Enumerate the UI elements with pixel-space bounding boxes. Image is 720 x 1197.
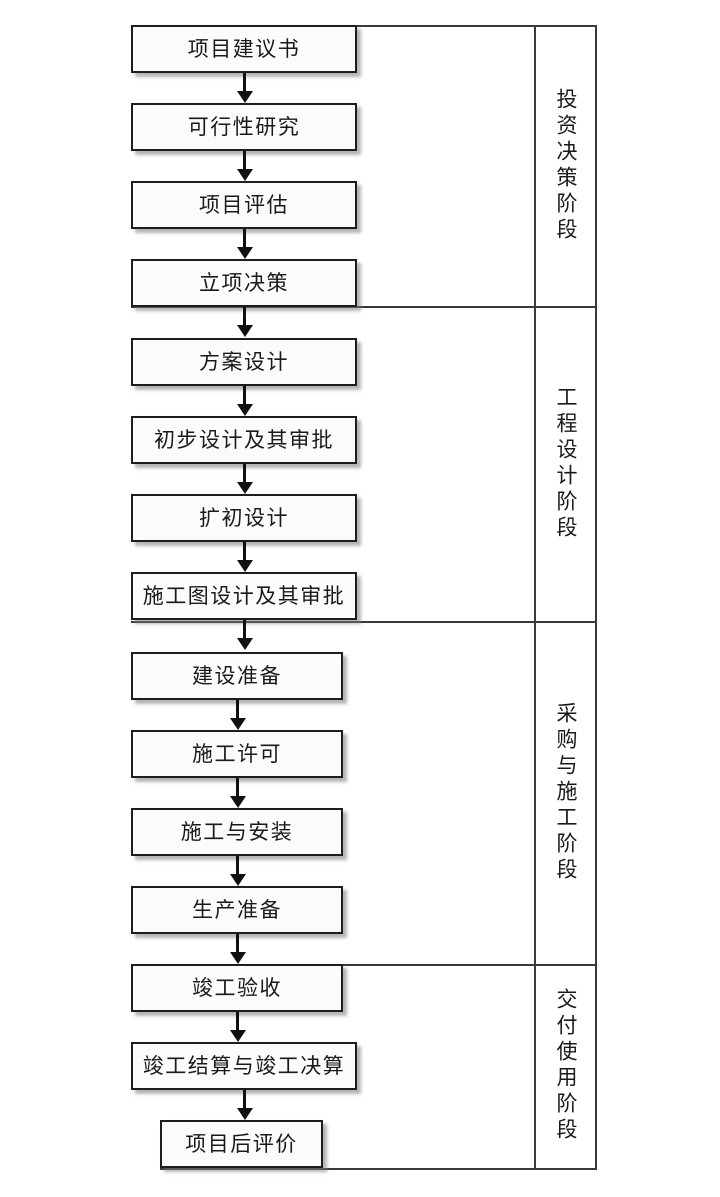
phase-label-text: 工程设计阶段	[554, 385, 578, 542]
node-label: 可行性研究	[187, 114, 301, 139]
node-label: 初步设计及其审批	[154, 427, 334, 452]
node-label: 项目后评价	[185, 1131, 298, 1156]
arrow-connector	[243, 307, 246, 326]
arrow-connector	[236, 1012, 239, 1031]
node-extended-preliminary-design[interactable]: 扩初设计	[131, 494, 357, 542]
arrow-connector	[236, 778, 239, 797]
phase-divider-1	[131, 306, 597, 308]
node-label: 项目建议书	[187, 36, 301, 61]
phase-divider-2	[131, 621, 597, 623]
node-project-appraisal[interactable]: 项目评估	[131, 181, 357, 229]
node-label: 施工与安装	[180, 819, 294, 844]
phase-divider-3	[131, 964, 597, 966]
arrow-connector	[243, 542, 246, 561]
phase-column-left-rule	[534, 25, 536, 1170]
arrow-connector	[243, 464, 246, 483]
arrow-connector	[243, 386, 246, 405]
node-label: 生产准备	[192, 897, 282, 922]
arrow-connector	[243, 151, 246, 170]
arrow-connector	[236, 856, 239, 875]
phase-frame-top-rule	[357, 25, 597, 27]
node-construction-permit[interactable]: 施工许可	[131, 730, 343, 778]
phase-frame-bottom-rule	[160, 1168, 597, 1170]
node-label: 方案设计	[199, 349, 289, 374]
phase-label-investment-decision: 投资决策阶段	[536, 25, 595, 306]
node-label: 建设准备	[192, 663, 282, 688]
phase-label-engineering-design: 工程设计阶段	[536, 306, 595, 621]
arrow-connector	[243, 73, 246, 92]
node-construction-and-installation[interactable]: 施工与安装	[131, 808, 343, 856]
node-completion-acceptance[interactable]: 竣工验收	[131, 964, 343, 1012]
phase-label-text: 交付使用阶段	[554, 988, 578, 1144]
arrow-connector	[243, 620, 246, 639]
arrow-connector	[243, 1090, 246, 1109]
node-preliminary-design-approval[interactable]: 初步设计及其审批	[131, 416, 357, 464]
node-feasibility-study[interactable]: 可行性研究	[131, 103, 357, 151]
node-label: 竣工验收	[192, 975, 282, 1000]
node-construction-drawing-design-approval[interactable]: 施工图设计及其审批	[131, 572, 357, 620]
node-label: 竣工结算与竣工决算	[142, 1053, 346, 1078]
node-label: 施工图设计及其审批	[142, 583, 346, 608]
node-project-proposal[interactable]: 项目建议书	[131, 25, 357, 73]
arrow-connector	[243, 229, 246, 248]
node-label: 项目评估	[199, 192, 289, 217]
node-construction-preparation[interactable]: 建设准备	[131, 652, 343, 700]
phase-label-text: 投资决策阶段	[554, 87, 578, 244]
node-final-account-settlement[interactable]: 竣工结算与竣工决算	[131, 1042, 357, 1090]
phase-label-delivery-use: 交付使用阶段	[536, 964, 595, 1168]
arrow-connector	[236, 934, 239, 953]
arrow-connector	[236, 700, 239, 719]
node-post-project-evaluation[interactable]: 项目后评价	[160, 1120, 323, 1168]
node-label: 施工许可	[192, 741, 282, 766]
node-project-initiation-decision[interactable]: 立项决策	[131, 259, 357, 307]
phase-label-procurement-construction: 采购与施工阶段	[536, 621, 595, 964]
node-scheme-design[interactable]: 方案设计	[131, 338, 357, 386]
node-label: 扩初设计	[199, 505, 289, 530]
node-label: 立项决策	[199, 270, 289, 295]
phase-label-text: 采购与施工阶段	[554, 701, 578, 884]
phase-column-right-rule	[595, 25, 597, 1170]
node-production-preparation[interactable]: 生产准备	[131, 886, 343, 934]
